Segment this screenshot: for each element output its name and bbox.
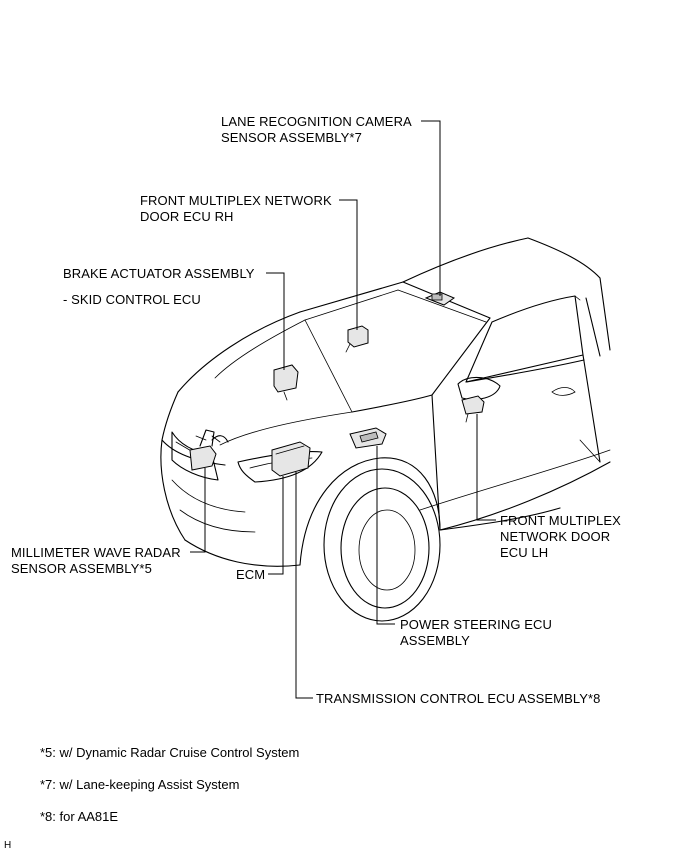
footnote-8: *8: for AA81E (40, 809, 119, 824)
car-body-outline (160, 237, 611, 622)
illustration-code: H (4, 840, 12, 851)
lane-camera-part (424, 291, 456, 306)
power-steering-ecu-part (349, 427, 387, 449)
transmission-ecu-label: TRANSMISSION CONTROL ECU ASSEMBLY*8 (316, 691, 601, 706)
lane-camera-label-line1: LANE RECOGNITION CAMERA (221, 114, 412, 129)
leader-lines (190, 120, 496, 699)
door-ecu-lh-label-line2: NETWORK DOOR (500, 529, 611, 544)
door-ecu-lh-label-line3: ECU LH (500, 545, 549, 560)
door-ecu-rh-part (345, 325, 369, 353)
power-steering-label-line1: POWER STEERING ECU (400, 617, 553, 632)
brake-actuator-label-line1: BRAKE ACTUATOR ASSEMBLY (63, 266, 255, 281)
door-ecu-lh-part (461, 395, 485, 423)
footnote-7: *7: w/ Lane-keeping Assist System (40, 777, 240, 792)
door-ecu-lh-label-line1: FRONT MULTIPLEX (500, 513, 621, 528)
radar-sensor-part (189, 435, 221, 471)
radar-label-line2: SENSOR ASSEMBLY*5 (11, 561, 152, 576)
brake-actuator-part (273, 364, 299, 401)
footnote-5: *5: w/ Dynamic Radar Cruise Control Syst… (40, 745, 300, 760)
lane-camera-label-line2: SENSOR ASSEMBLY*7 (221, 130, 362, 145)
ecm-label: ECM (236, 567, 266, 582)
door-ecu-rh-label-line2: DOOR ECU RH (140, 209, 234, 224)
brake-actuator-label-line2: - SKID CONTROL ECU (63, 292, 201, 307)
door-ecu-rh-label-line1: FRONT MULTIPLEX NETWORK (140, 193, 332, 208)
radar-label-line1: MILLIMETER WAVE RADAR (11, 545, 181, 560)
ecm-part (271, 441, 311, 477)
power-steering-label-line2: ASSEMBLY (400, 633, 470, 648)
